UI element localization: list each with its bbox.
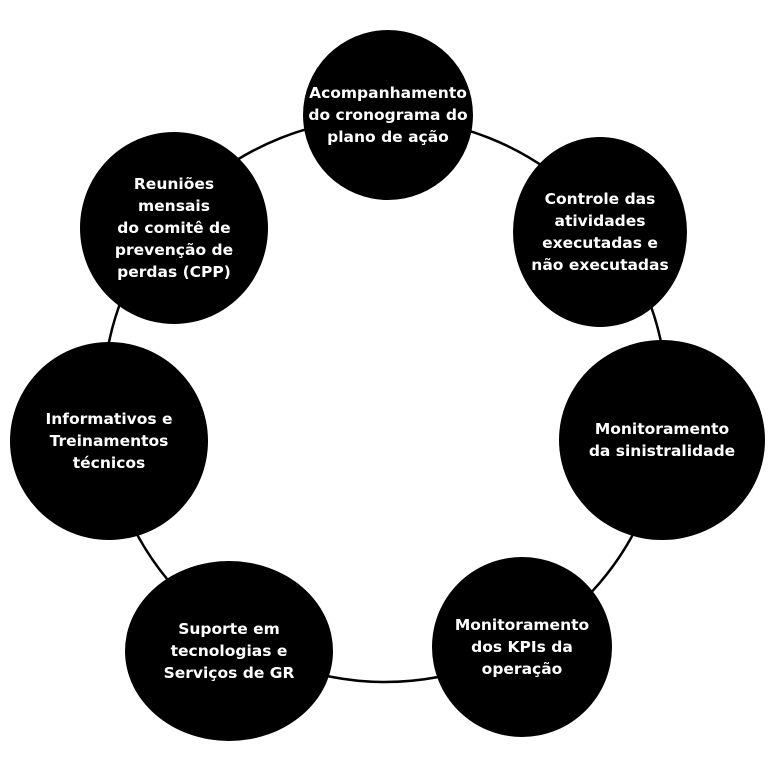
node-text-line: Monitoramento (594, 420, 730, 438)
node-text-line: Reuniões (133, 175, 215, 193)
node-label: Acompanhamento do cronograma do plano de… (308, 82, 467, 148)
node-text-line: plano de ação (327, 128, 449, 146)
node-text-line: Monitoramento (454, 616, 590, 634)
node-text-line: do cronograma do (308, 106, 468, 124)
node-text-line: tecnologias e (170, 642, 288, 660)
node-text-line: técnicos (72, 454, 146, 472)
node-text-line: prevenção de (114, 241, 234, 259)
node-label: Reuniões mensais do comitê de prevenção … (115, 173, 233, 283)
node-suporte: Suporte em tecnologias e Serviços de GR (125, 561, 333, 741)
node-label: Monitoramento dos KPIs da operação (455, 614, 589, 680)
node-text-line: dos KPIs da (471, 638, 573, 656)
node-sinistralidade: Monitoramento da sinistralidade (559, 340, 765, 540)
node-text-line: perdas (CPP) (117, 263, 231, 281)
node-text-line: Treinamentos (49, 432, 169, 450)
node-text-line: Suporte em (178, 620, 280, 638)
node-text-line: Acompanhamento (309, 84, 467, 102)
node-text-line: executadas e (542, 234, 658, 252)
node-text-line: Controle das (544, 190, 656, 208)
node-kpis: Monitoramento dos KPIs da operação (432, 557, 612, 737)
node-label: Monitoramento da sinistralidade (589, 418, 735, 462)
node-text-line: Serviços de GR (163, 664, 295, 682)
node-text-line: Informativos e (45, 410, 173, 428)
node-controle: Controle das atividades executadas e não… (513, 137, 687, 327)
node-text-line: operação (481, 660, 563, 678)
node-informativos: Informativos e Treinamentos técnicos (10, 342, 208, 540)
node-text-line: não executadas (531, 256, 669, 274)
node-acompanhamento: Acompanhamento do cronograma do plano de… (303, 30, 473, 200)
node-label: Suporte em tecnologias e Serviços de GR (164, 618, 295, 684)
node-text-line: atividades (554, 212, 646, 230)
node-text-line: mensais (138, 197, 210, 215)
node-text-line: do comitê de (117, 219, 231, 237)
node-label: Informativos e Treinamentos técnicos (45, 408, 172, 474)
node-reunioes: Reuniões mensais do comitê de prevenção … (80, 132, 268, 324)
node-label: Controle das atividades executadas e não… (531, 188, 668, 276)
node-text-line: da sinistralidade (588, 442, 736, 460)
